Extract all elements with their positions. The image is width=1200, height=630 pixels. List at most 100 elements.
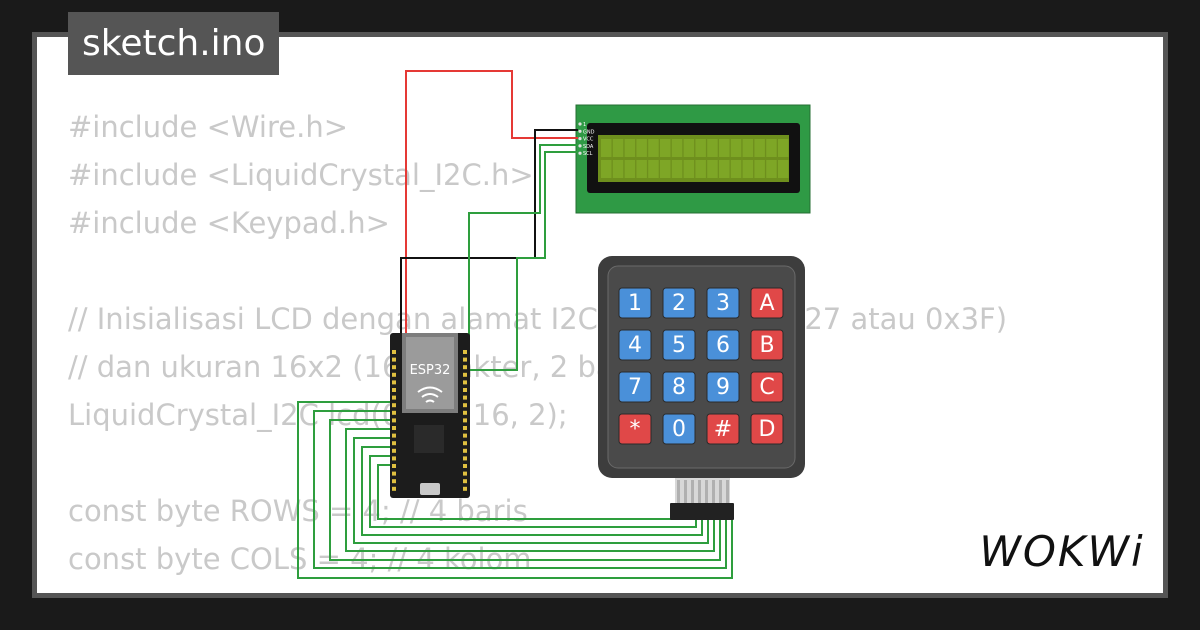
keypad-key-face <box>750 329 784 361</box>
keypad-key-label: 8 <box>672 375 686 400</box>
lcd-cell <box>601 160 612 178</box>
lcd-pin <box>578 151 582 155</box>
keypad-pin <box>698 480 701 505</box>
keypad-key[interactable]: 8 <box>662 371 696 403</box>
keypad-key-label: 7 <box>628 375 642 400</box>
keypad-key-face <box>706 329 740 361</box>
wire-kp-7 <box>313 410 727 569</box>
lcd-cell <box>624 160 636 178</box>
code-line: char keys[ROWS][COLS] = { <box>68 583 1007 593</box>
esp32-pin <box>392 426 396 430</box>
lcd-cell <box>719 160 730 178</box>
keypad-key[interactable]: 7 <box>618 371 652 403</box>
esp32-pin <box>463 464 467 468</box>
lcd-cell <box>636 139 647 157</box>
lcd-cell <box>707 160 718 178</box>
keypad-pin <box>691 480 694 505</box>
keypad-key[interactable]: B <box>750 329 784 361</box>
lcd-cell <box>612 160 624 178</box>
keypad-key[interactable]: 5 <box>662 329 696 361</box>
keypad-pin <box>705 480 708 505</box>
lcd-cell <box>754 139 765 157</box>
esp32-pin <box>392 471 396 476</box>
lcd-cell <box>601 139 612 157</box>
keypad-key-face <box>618 413 652 445</box>
esp32-pin <box>463 403 467 408</box>
keypad-pin <box>684 480 687 505</box>
keypad-key[interactable]: 0 <box>662 413 696 445</box>
file-tab[interactable]: sketch.ino <box>68 12 280 75</box>
keypad-key-face <box>706 371 740 403</box>
lcd-cell <box>719 139 730 157</box>
esp32-pin <box>463 410 467 415</box>
lcd-cell <box>648 160 659 178</box>
lcd-cell <box>778 139 789 157</box>
lcd-cell <box>695 139 706 157</box>
wokwi-logo-text: WOKWi <box>979 527 1144 576</box>
keypad-key[interactable]: 2 <box>662 287 696 319</box>
keypad-key-face <box>750 371 784 403</box>
keypad-key-face <box>706 287 740 319</box>
keypad-key-face <box>706 413 740 445</box>
keypad-key-face <box>750 287 784 319</box>
keypad-key-face <box>618 287 652 319</box>
keypad-key-label: B <box>759 333 774 358</box>
esp32-pin <box>463 350 467 354</box>
code-background: #include <Wire.h>#include <LiquidCrystal… <box>68 103 1007 593</box>
lcd-cell <box>778 160 789 178</box>
keypad-key[interactable]: 9 <box>706 371 740 403</box>
keypad-key-label: 3 <box>716 291 730 316</box>
wire-kp-3 <box>361 446 703 536</box>
keypad-pin <box>719 480 722 505</box>
code-line: #include <LiquidCrystal_I2C.h> <box>68 158 534 192</box>
esp32-pin <box>392 365 396 370</box>
lcd-cell <box>648 139 659 157</box>
keypad-key[interactable]: 3 <box>706 287 740 319</box>
keypad-key[interactable]: C <box>750 371 784 403</box>
keypad-key-label: C <box>759 375 774 400</box>
lcd-pin <box>578 122 582 126</box>
lcd-cell <box>636 160 647 178</box>
lcd-cell <box>766 139 777 157</box>
lcd-pin-label: SDA <box>583 144 594 150</box>
keypad-key-label: * <box>630 417 641 442</box>
lcd-pin-label: SCL <box>583 151 593 157</box>
lcd-cell <box>754 160 765 178</box>
keypad-key-label: D <box>759 417 776 442</box>
keypad-key[interactable]: 1 <box>618 287 652 319</box>
wire-kp-4 <box>353 437 709 544</box>
keypad-key-label: 0 <box>672 417 686 442</box>
lcd-cell <box>660 160 671 178</box>
wokwi-logo: WOKWi <box>979 527 1144 576</box>
lcd-cell <box>671 139 683 157</box>
keypad-key-face <box>618 329 652 361</box>
keypad-key-label: A <box>759 291 774 316</box>
code-line: const byte ROWS = 4; // 4 baris <box>68 494 528 528</box>
keypad-key[interactable]: * <box>618 413 652 445</box>
keypad-key[interactable]: 4 <box>618 329 652 361</box>
lcd-cell <box>660 139 671 157</box>
keypad-key[interactable]: A <box>750 287 784 319</box>
code-line: #include <Keypad.h> <box>68 206 390 240</box>
esp32-pin <box>392 350 396 354</box>
keypad-key[interactable]: D <box>750 413 784 445</box>
keypad-key-label: # <box>714 417 732 442</box>
wire-kp-6 <box>329 419 721 561</box>
esp32-pin <box>463 380 467 385</box>
lcd-cell <box>730 160 742 178</box>
keypad-pin-header <box>677 480 729 505</box>
esp32-board[interactable]: ESP32 <box>390 333 470 498</box>
esp32-pin <box>392 372 396 377</box>
esp32-pin <box>392 357 396 362</box>
keypad-key-face <box>662 329 696 361</box>
esp32-pin <box>463 433 467 438</box>
keypad-key[interactable]: # <box>706 413 740 445</box>
keypad-key-face <box>662 287 696 319</box>
keypad-key-face <box>750 413 784 445</box>
keypad-key[interactable]: 6 <box>706 329 740 361</box>
lcd-cell <box>695 160 706 178</box>
wire-kp-5 <box>345 428 715 552</box>
